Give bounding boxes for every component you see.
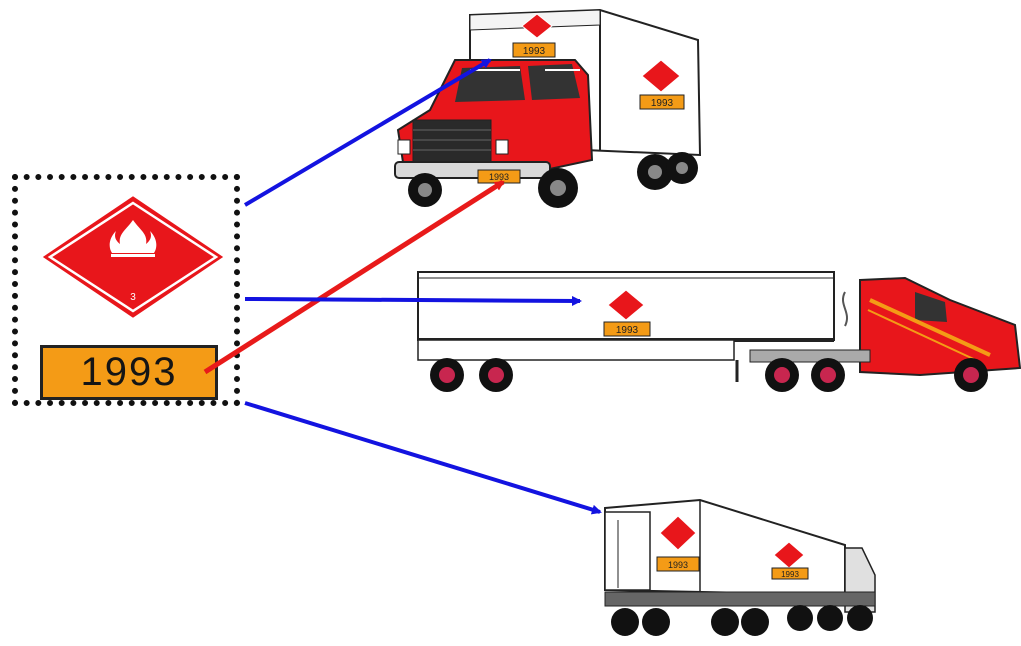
un-number-panel: 1993 (40, 345, 218, 400)
arrow-to-tractor-trailer (244, 295, 582, 306)
box-truck-front-un: 1993 (523, 46, 546, 57)
placard-class-number: 3 (130, 292, 136, 303)
flame-icon (109, 220, 157, 257)
tractor-trailer: 1993 (417, 271, 1021, 392)
box-truck-side-un: 1993 (651, 98, 674, 109)
arrow-to-box-truck-bumper (203, 179, 505, 375)
small-trailer-side-un: 1993 (781, 570, 799, 579)
small-trailer-rear-un: 1993 (668, 560, 688, 570)
arrow-to-box-truck-front (243, 58, 492, 207)
box-truck-bumper-un: 1993 (489, 172, 509, 182)
flammable-placard-class-3: 3 (39, 193, 227, 321)
box-truck: 1993 1993 1993 (394, 8, 702, 208)
tractor-trailer-un: 1993 (616, 325, 639, 336)
arrow-to-small-trailer (244, 401, 602, 515)
small-trailer-truck: 1993 1993 (604, 498, 876, 636)
